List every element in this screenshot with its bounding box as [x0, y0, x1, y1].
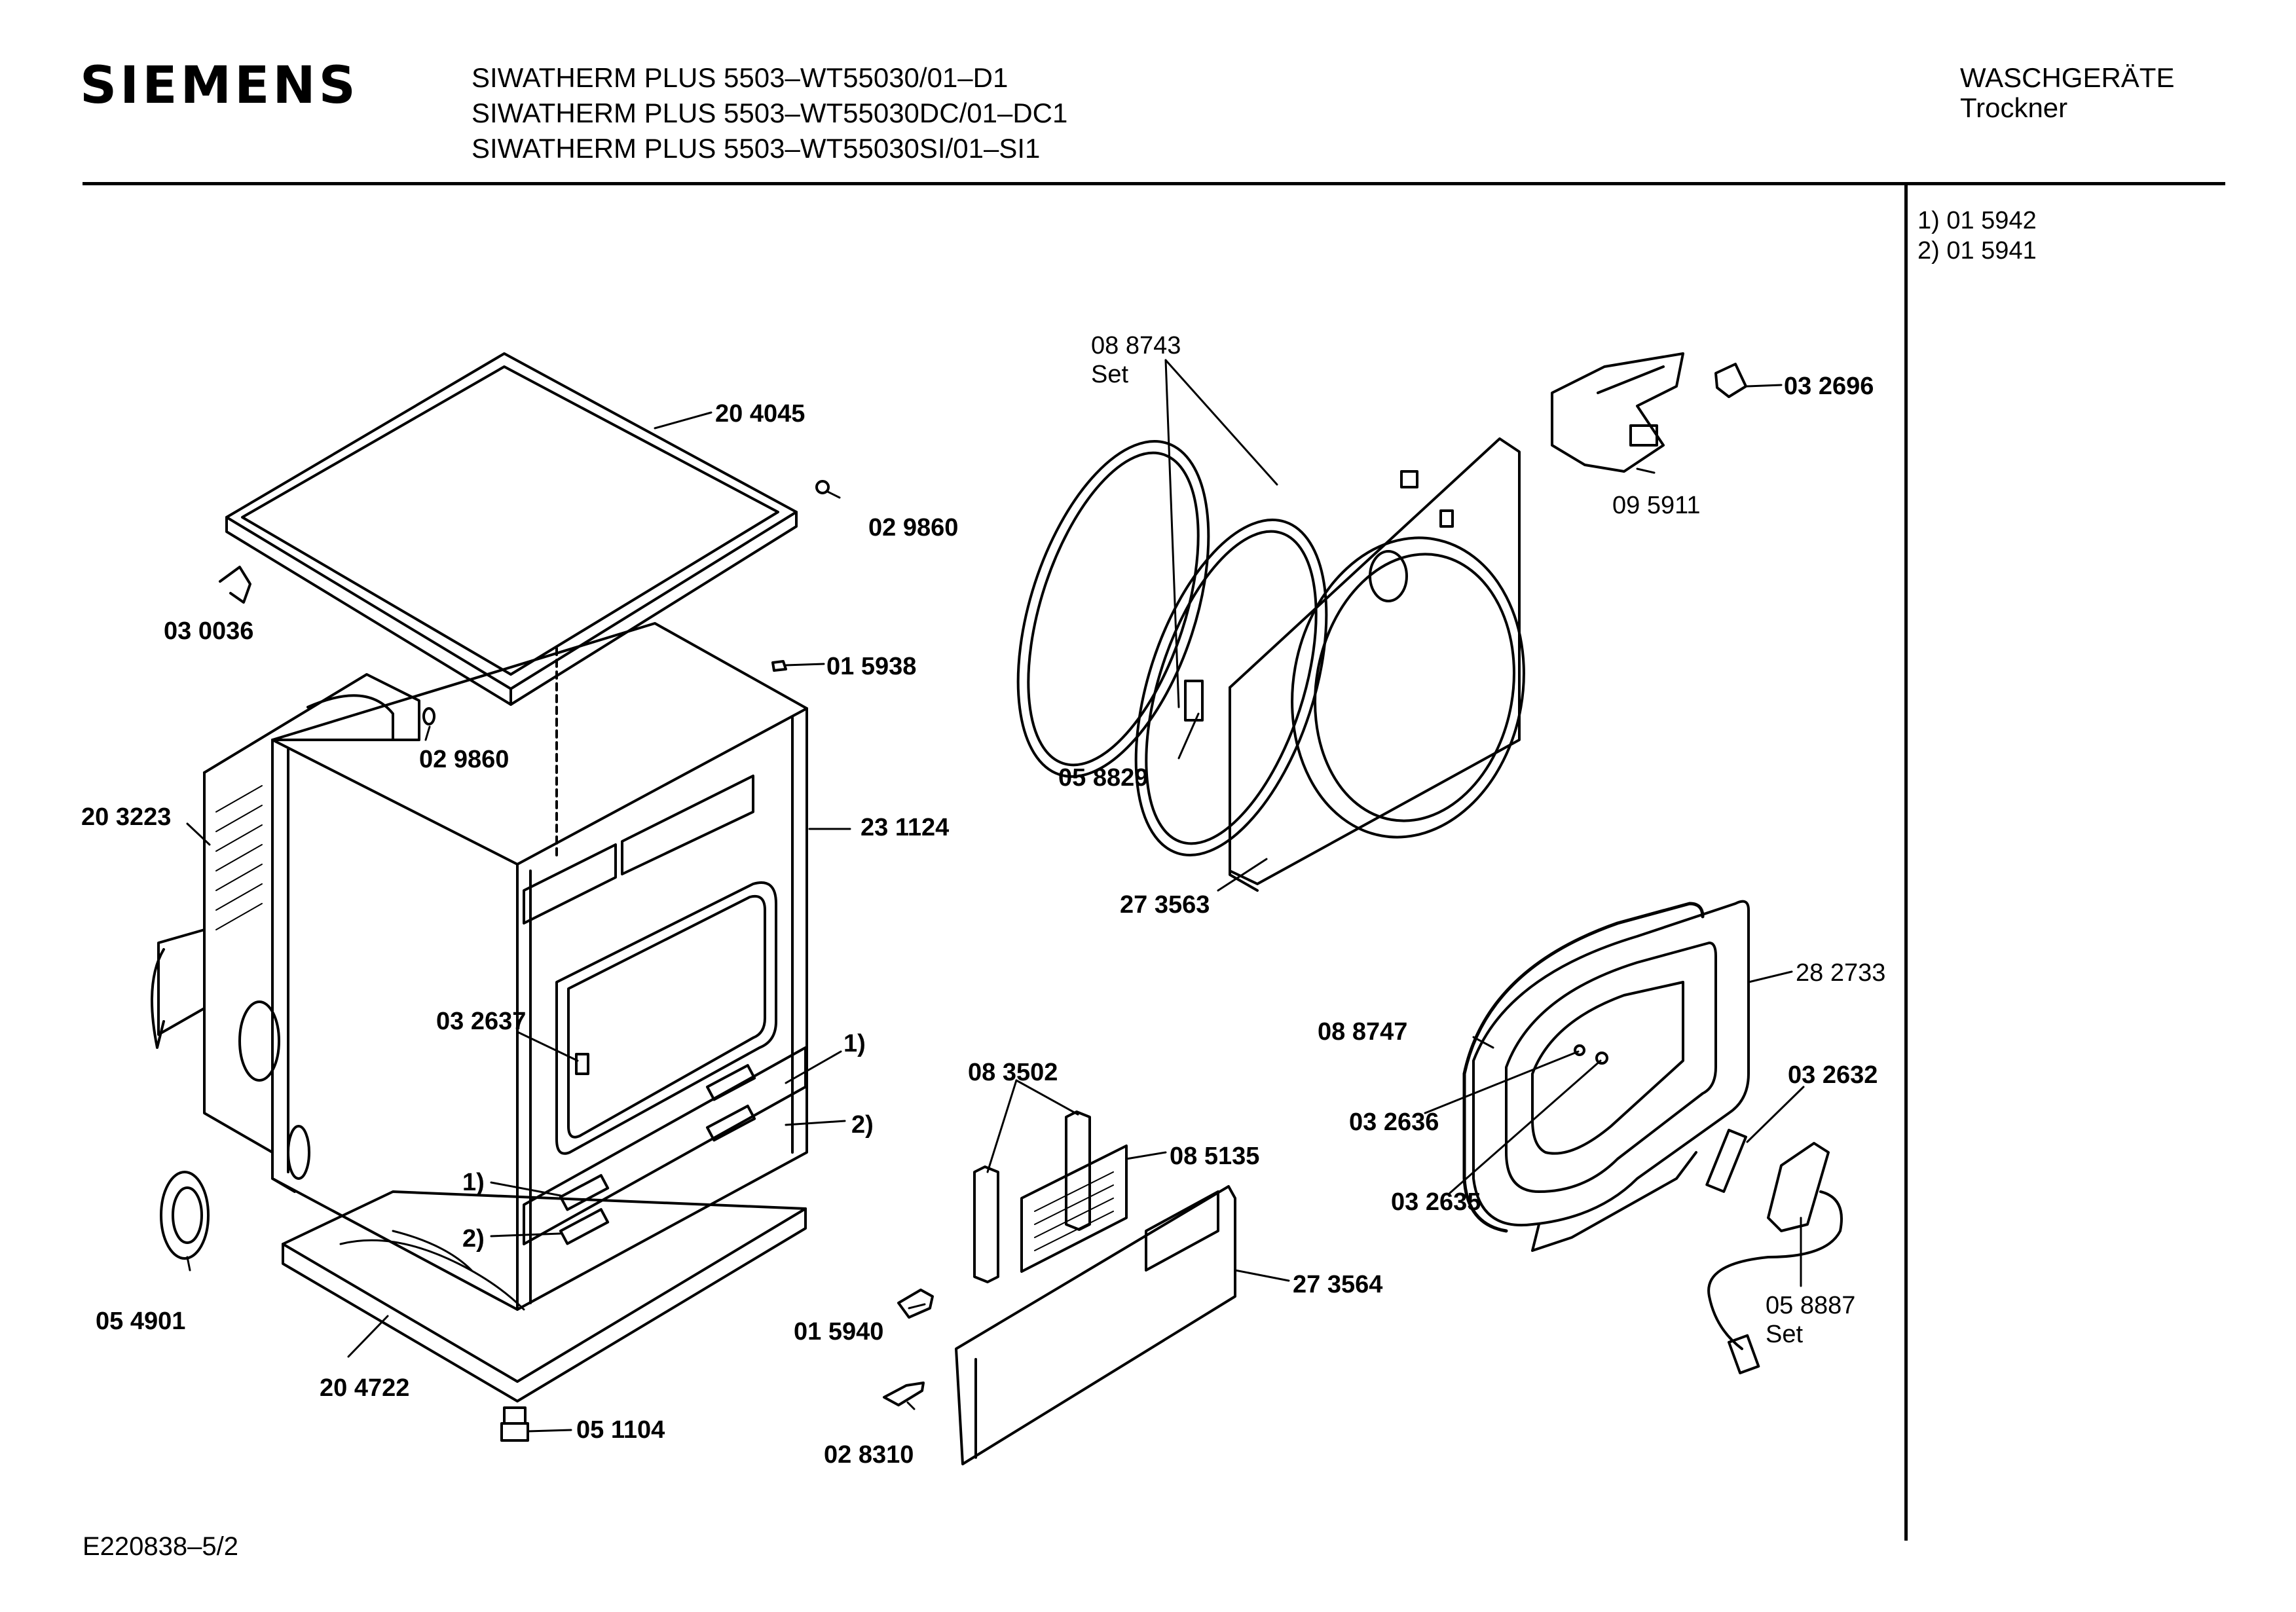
plinth-panel-273564 [955, 1185, 1236, 1465]
screw-029860-a [815, 480, 830, 494]
label-088747: 08 8747 [1318, 1018, 1407, 1046]
label-032632: 03 2632 [1788, 1061, 1878, 1089]
lock-cable-058887 [1707, 1142, 1843, 1374]
label-030036: 03 0036 [164, 617, 253, 645]
marker-1-upper: 1) [843, 1030, 866, 1057]
model-line-2: SIWATHERM PLUS 5503–WT55030DC/01–DC1 [472, 98, 1068, 128]
notes-divider [1904, 185, 1908, 1541]
label-032636: 03 2636 [1349, 1108, 1439, 1136]
clip-015940 [897, 1289, 934, 1319]
label-204722: 20 4722 [320, 1374, 409, 1402]
part-labels: 20 4045 02 9860 03 0036 01 5938 02 9860 … [81, 332, 1885, 1469]
pin-032635 [1595, 1052, 1608, 1065]
label-set-2: Set [1766, 1321, 1803, 1348]
label-015938: 01 5938 [826, 653, 916, 680]
label-095911: 09 5911 [1612, 492, 1701, 519]
label-032696: 03 2696 [1784, 373, 1874, 400]
label-028310: 02 8310 [824, 1441, 914, 1469]
plate-032632 [1705, 1129, 1747, 1193]
label-029860-a: 02 9860 [868, 514, 958, 541]
switch-housing-095911 [1551, 352, 1684, 473]
drawing-code: E220838–5/2 [83, 1532, 239, 1561]
label-085135: 08 5135 [1170, 1143, 1259, 1170]
grommet-054901 [160, 1171, 210, 1260]
label-203223: 20 3223 [81, 803, 171, 831]
label-282733: 28 2733 [1796, 959, 1885, 987]
leader-lines [186, 359, 1805, 1433]
foot-051104 [500, 1406, 529, 1442]
label-058887: 05 8887 [1766, 1292, 1855, 1319]
clip-032637 [575, 1053, 589, 1075]
header-divider [83, 182, 2225, 185]
label-029860-b: 02 9860 [419, 746, 509, 773]
door-frame [1472, 900, 1750, 1252]
screw-029860-b [422, 707, 435, 725]
label-273563: 27 3563 [1120, 891, 1210, 919]
marker-1-lower: 1) [462, 1169, 485, 1196]
label-032635: 03 2635 [1391, 1188, 1481, 1216]
screw-032636 [1574, 1044, 1585, 1056]
clip-030036 [219, 566, 251, 604]
label-231124: 23 1124 [861, 814, 949, 841]
seal-piece-058829 [1184, 680, 1204, 722]
note-2: 2) 01 5941 [1917, 237, 2037, 265]
note-1: 1) 01 5942 [1917, 207, 2037, 234]
label-204045: 20 4045 [715, 400, 805, 428]
cabinet-housing [271, 622, 808, 1311]
clip-028310 [883, 1382, 925, 1406]
marker-2-lower: 2) [462, 1225, 485, 1253]
label-015940: 01 5940 [794, 1318, 883, 1346]
front-bearing-shield [1229, 437, 1525, 892]
label-058829: 05 8829 [1058, 764, 1148, 792]
clip-032696 [1714, 363, 1747, 398]
door-seal-088747 [1462, 902, 1705, 1233]
marker-2-upper: 2) [851, 1111, 874, 1139]
category-subtitle: Trockner [1960, 92, 2068, 123]
filter-grid-085135 [1020, 1145, 1128, 1273]
label-088743: 08 8743 [1091, 332, 1181, 359]
label-set-1: Set [1091, 361, 1128, 388]
label-083502: 08 3502 [968, 1059, 1058, 1086]
model-line-3: SIWATHERM PLUS 5503–WT55030SI/01–SI1 [472, 133, 1041, 164]
label-054901: 05 4901 [96, 1308, 185, 1335]
rear-wall [151, 673, 420, 1154]
drum-seal-rings [1016, 440, 1328, 856]
model-line-1: SIWATHERM PLUS 5503–WT55030/01–D1 [472, 62, 1009, 93]
front-bar-083502 [973, 1110, 1091, 1283]
label-051104: 05 1104 [576, 1416, 665, 1444]
brand-logo: SIEMENS [80, 56, 359, 115]
foot-015938 [771, 660, 787, 672]
label-032637: 03 2637 [436, 1008, 526, 1035]
base-plate [282, 1190, 807, 1402]
category-title: WASCHGERÄTE [1960, 62, 2175, 93]
label-273564: 27 3564 [1293, 1271, 1382, 1298]
top-cover [225, 352, 798, 706]
